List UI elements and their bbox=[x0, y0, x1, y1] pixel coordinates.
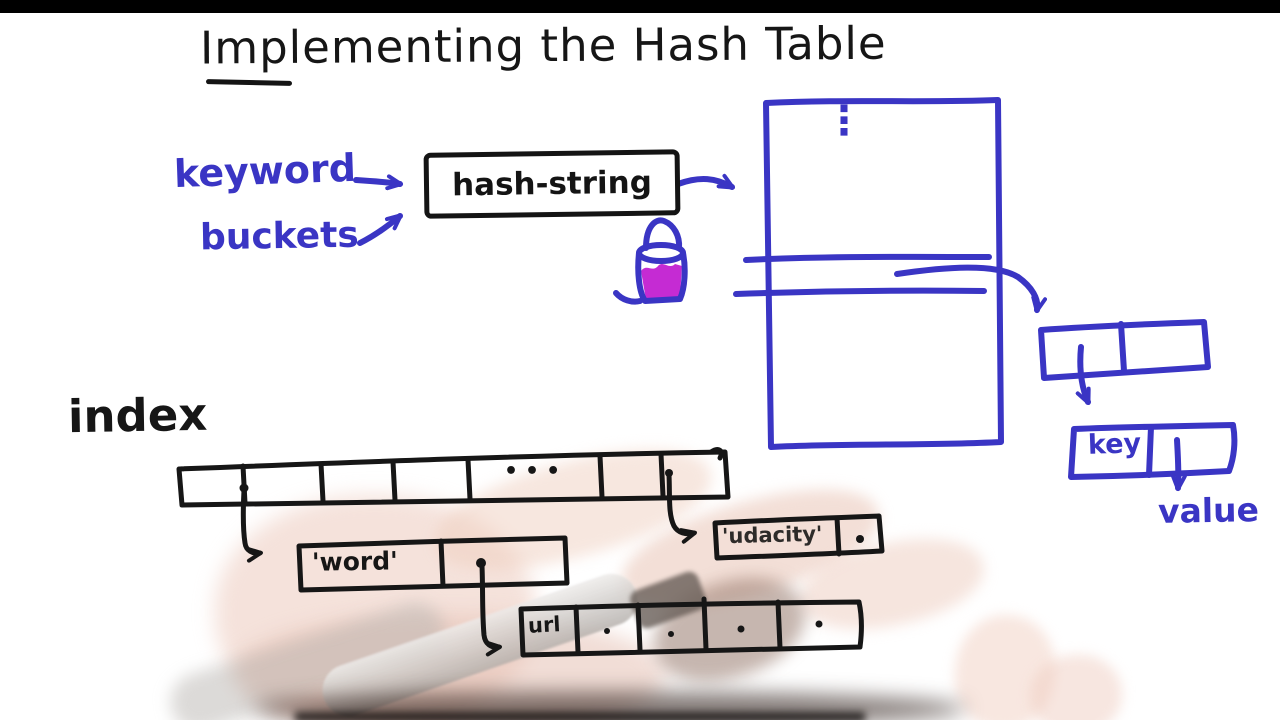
pointer-dot bbox=[856, 535, 864, 543]
value-arrow bbox=[1170, 437, 1187, 491]
array-divider bbox=[597, 453, 605, 500]
hash-table-outline bbox=[763, 97, 1004, 450]
hash-function-label: hash-string bbox=[451, 164, 653, 204]
word-node-label: 'word' bbox=[311, 546, 399, 577]
table-slot-line-bottom bbox=[733, 287, 987, 297]
url-box-outline bbox=[518, 599, 864, 658]
page-title: Implementing the Hash Table bbox=[199, 16, 887, 75]
hash-to-table-arrow bbox=[675, 173, 735, 190]
table-slot-line-top bbox=[743, 253, 992, 263]
word-box-divider bbox=[438, 538, 446, 589]
url-box-divider bbox=[635, 602, 643, 653]
array-divider bbox=[318, 461, 326, 504]
hash-function-box: hash-string bbox=[423, 149, 681, 219]
key-box-divider bbox=[1146, 424, 1154, 478]
index-to-word-arrow bbox=[240, 487, 263, 563]
url-node-label: url bbox=[527, 612, 562, 638]
node-down-arrow bbox=[1075, 344, 1091, 405]
slot-to-node-arrow bbox=[894, 264, 1048, 313]
udacity-box-divider bbox=[834, 515, 842, 557]
bucket-icon bbox=[613, 217, 688, 305]
pointer-dot bbox=[737, 625, 745, 633]
url-box-divider bbox=[573, 604, 581, 655]
key-box-outline bbox=[1068, 422, 1238, 480]
buckets-arrow bbox=[357, 213, 403, 246]
node-box-divider bbox=[1118, 321, 1127, 374]
node-box-outline bbox=[1038, 319, 1211, 381]
pointer-dot bbox=[604, 628, 610, 634]
pointer-dot bbox=[815, 620, 823, 628]
udacity-node-label: 'udacity' bbox=[721, 521, 823, 549]
pointer-dot bbox=[668, 631, 674, 637]
array-divider bbox=[658, 451, 666, 499]
value-label: value bbox=[1157, 490, 1260, 531]
word-to-url-arrow bbox=[479, 563, 502, 657]
array-divider bbox=[390, 459, 398, 503]
index-array-outline bbox=[176, 449, 731, 508]
key-label: key bbox=[1087, 428, 1142, 461]
table-vertical-ellipsis: ⋮ bbox=[824, 98, 864, 144]
url-box-divider bbox=[775, 599, 783, 651]
array-ellipsis: ••• bbox=[504, 459, 568, 484]
array-divider bbox=[465, 457, 473, 502]
buckets-label: buckets bbox=[199, 214, 360, 259]
index-label: index bbox=[67, 387, 208, 444]
url-box-divider bbox=[701, 596, 709, 652]
letterbox-top bbox=[0, 0, 1280, 13]
keyword-label: keyword bbox=[173, 145, 357, 197]
keyword-arrow bbox=[353, 174, 403, 191]
index-to-udacity-arrow bbox=[666, 472, 697, 544]
